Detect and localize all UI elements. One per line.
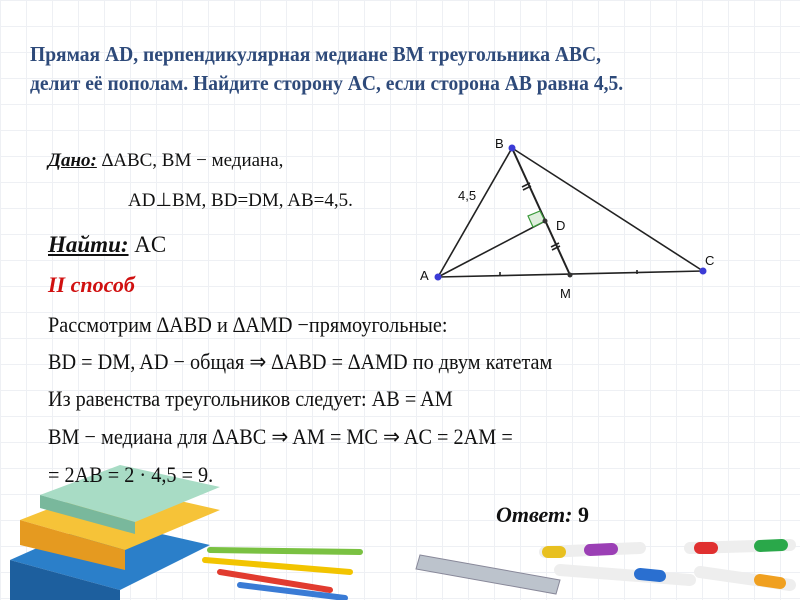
problem-line-2: делит её пополам. Найдите сторону AC, ес…: [30, 71, 624, 95]
solution-line-1: Рассмотрим ∆ABD и ∆AMD −прямоугольные:: [48, 312, 448, 337]
given-text-1: ∆ABC, BM − медиана,: [101, 150, 284, 171]
solution-line-3: Из равенства треугольников следует: AB =…: [48, 386, 453, 411]
point-c: [699, 267, 707, 275]
solution-line-2: BD = DM, AD − общая ⇒ ∆ABD = ∆AMD по дву…: [48, 349, 553, 374]
find-value: AC: [134, 232, 167, 257]
answer-label: Ответ:: [496, 502, 573, 527]
problem-statement: Прямая AD, перпендикулярная медиане BM т…: [30, 40, 737, 98]
solution-line-4: BM − медиана для ∆ABC ⇒ AM = MC ⇒ AC = 2…: [48, 424, 513, 449]
given-line-1: Дано: ∆ABC, BM − медиана,: [48, 150, 283, 172]
find-line: Найти: AC: [48, 232, 166, 258]
solution-line-5: = 2AB = 2 · 4,5 = 9.: [48, 462, 214, 487]
label-ab-length: 4,5: [458, 188, 476, 203]
label-d: D: [556, 218, 565, 233]
books-illustration: [10, 465, 220, 600]
markers-illustration: [539, 539, 796, 591]
segment-ad: [437, 220, 546, 278]
given-label: Дано:: [48, 150, 97, 171]
label-a: A: [420, 268, 429, 283]
label-m: M: [560, 286, 571, 301]
find-label: Найти:: [48, 232, 129, 257]
side-ab: [437, 147, 513, 278]
right-angle-mark: [527, 210, 546, 228]
point-d: [542, 218, 548, 224]
side-bc: [511, 147, 704, 272]
median-bm: [511, 147, 571, 276]
method-label: II способ: [48, 272, 135, 297]
given-line-2: AD⊥BM, BD=DM, AB=4,5.: [128, 190, 353, 211]
answer-line: Ответ: 9: [496, 502, 589, 528]
tick-marks-bd-dm: [521, 182, 561, 251]
label-b: B: [495, 136, 504, 151]
ruler-illustration: [415, 554, 561, 595]
point-b: [508, 144, 516, 152]
pencils-illustration: [202, 547, 363, 600]
label-c: C: [705, 253, 714, 268]
point-a: [434, 273, 442, 281]
answer-value: 9: [577, 502, 589, 527]
problem-line-1: Прямая AD, перпендикулярная медиане BM т…: [30, 42, 601, 66]
point-m: [567, 272, 573, 278]
